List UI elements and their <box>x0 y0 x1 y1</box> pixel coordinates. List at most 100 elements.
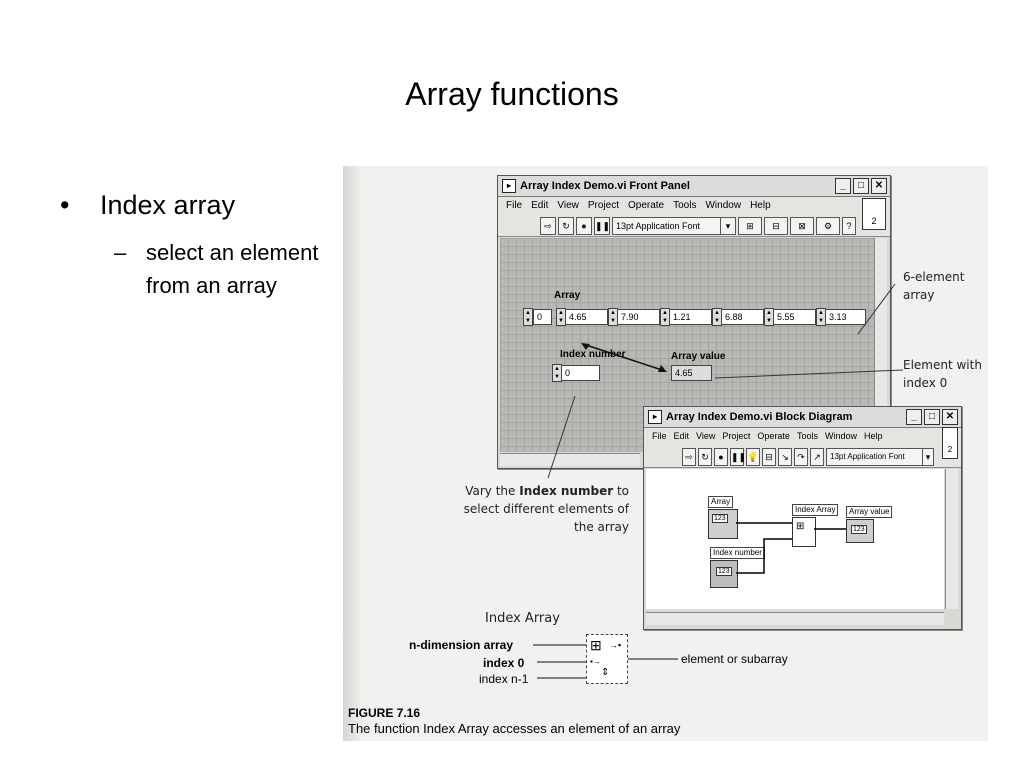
output-element-or-subarray: element or subarray <box>681 652 788 666</box>
array-index-field[interactable]: 0 <box>533 309 552 325</box>
menu-tools[interactable]: Tools <box>796 431 818 441</box>
abort-icon[interactable]: ● <box>714 448 728 466</box>
menu-tools[interactable]: Tools <box>673 200 697 211</box>
annotation-line-value <box>714 369 904 379</box>
block-diagram-menubar: File Edit View Project Operate Tools Win… <box>644 428 961 445</box>
bullet-list: • Index array – select an element from a… <box>60 188 318 298</box>
menu-view[interactable]: View <box>557 200 579 211</box>
figure-caption-text: The function Index Array accesses an ele… <box>348 721 681 736</box>
vi-icon: ▸ <box>648 410 662 424</box>
index-wire <box>736 538 792 574</box>
annotation-lines <box>533 283 904 679</box>
menu-window[interactable]: Window <box>824 431 857 441</box>
array-value-node-label: Array value <box>846 506 893 518</box>
terminal-text: 123 <box>712 514 728 523</box>
menu-edit[interactable]: Edit <box>531 200 549 211</box>
index-number-field[interactable]: 0 <box>561 365 600 381</box>
window-controls: _ □ ✕ <box>906 409 958 425</box>
step-over-icon[interactable]: ↷ <box>794 448 808 466</box>
scan-shadow <box>343 166 361 741</box>
vi-connector-icon: 2 <box>942 427 958 459</box>
vi-connector-icon: 2 <box>862 198 886 230</box>
input-n-dimension-array: n-dimension array <box>409 638 514 652</box>
help-icon[interactable]: ? <box>842 217 856 235</box>
menu-operate[interactable]: Operate <box>627 200 665 211</box>
array-value-indicator: 4.65 <box>671 365 712 381</box>
vary-index-annotation: Vary the Index number to select differen… <box>449 482 629 536</box>
minimize-icon[interactable]: _ <box>906 409 922 425</box>
menu-file[interactable]: File <box>506 200 523 211</box>
minimize-icon[interactable]: _ <box>835 178 851 194</box>
menu-project[interactable]: Project <box>587 200 619 211</box>
menu-project[interactable]: Project <box>722 431 751 441</box>
resize-icon[interactable]: ⊠ <box>790 217 814 235</box>
sub-bullet-text: select an element from an array <box>146 240 319 298</box>
arrow-head-left <box>581 343 590 350</box>
array-terminal[interactable]: 123 <box>708 509 738 539</box>
bullet-index-array: • Index array <box>60 188 235 222</box>
menu-window[interactable]: Window <box>705 200 742 211</box>
annotation-line-array <box>857 283 896 335</box>
front-panel-vscroll[interactable] <box>874 238 887 452</box>
bullet-text: Index array <box>100 190 236 220</box>
array-element-2[interactable]: 1.21 <box>669 309 712 325</box>
menu-view[interactable]: View <box>696 431 716 441</box>
array-element-1[interactable]: 7.90 <box>617 309 660 325</box>
sub-bullet: – select an element from an array <box>114 236 336 302</box>
pause-icon[interactable]: ❚❚ <box>730 448 746 466</box>
close-icon[interactable]: ✕ <box>942 409 958 425</box>
run-arrow-icon[interactable]: ⇨ <box>540 217 556 235</box>
menu-help[interactable]: Help <box>863 431 883 441</box>
wires <box>736 522 846 574</box>
front-panel-hscroll[interactable] <box>500 453 640 466</box>
close-icon[interactable]: ✕ <box>871 178 887 194</box>
step-into-icon[interactable]: ↘ <box>778 448 792 466</box>
array-fn-icon: ⊞ <box>796 521 805 532</box>
index-number-label: Index number <box>560 349 626 360</box>
block-diagram-vscroll[interactable] <box>945 469 958 609</box>
front-panel-titlebar: ▸ Array Index Demo.vi Front Panel _ □ ✕ <box>498 176 890 197</box>
index-number-node-label: Index number <box>710 547 765 559</box>
array-value-terminal[interactable]: 123 <box>846 519 874 543</box>
array-element-4[interactable]: 5.55 <box>773 309 816 325</box>
run-continuous-icon[interactable]: ↻ <box>558 217 574 235</box>
array-fn-icon: ⊞ <box>590 637 602 653</box>
terminal-text: 123 <box>716 567 732 576</box>
font-dropdown-icon[interactable]: ▾ <box>720 217 736 235</box>
align-icon[interactable]: ⊞ <box>738 217 762 235</box>
pause-icon[interactable]: ❚❚ <box>594 217 610 235</box>
reorder-icon[interactable]: ⚙ <box>816 217 840 235</box>
array-value-label: Array value <box>671 351 726 362</box>
block-diagram-title: Array Index Demo.vi Block Diagram <box>666 411 853 423</box>
font-dropdown-icon[interactable]: ▾ <box>922 448 934 466</box>
double-arrow <box>582 343 666 372</box>
array-node-label: Array <box>708 496 734 508</box>
array-element-5[interactable]: 3.13 <box>825 309 866 325</box>
front-panel-title: Array Index Demo.vi Front Panel <box>520 180 690 192</box>
retain-wire-icon[interactable]: ⊟ <box>762 448 776 466</box>
index-array-node[interactable]: ⊞ <box>792 517 816 547</box>
output-arrow-icon: →▪ <box>609 640 622 650</box>
window-controls: _ □ ✕ <box>835 178 887 194</box>
menu-edit[interactable]: Edit <box>673 431 690 441</box>
maximize-icon[interactable]: □ <box>853 178 869 194</box>
vary-text-2: to select different elements of the arra… <box>463 484 629 534</box>
font-select[interactable]: 13pt Application Font <box>826 448 923 466</box>
menu-file[interactable]: File <box>652 431 667 441</box>
block-diagram-hscroll[interactable] <box>646 612 944 625</box>
highlight-icon[interactable]: 💡 <box>746 448 760 466</box>
run-continuous-icon[interactable]: ↻ <box>698 448 712 466</box>
abort-icon[interactable]: ● <box>576 217 592 235</box>
array-element-0[interactable]: 4.65 <box>565 309 608 325</box>
step-out-icon[interactable]: ↗ <box>810 448 824 466</box>
array-element-3[interactable]: 6.88 <box>721 309 764 325</box>
menu-operate[interactable]: Operate <box>757 431 790 441</box>
array-index-spinner[interactable]: ▲▼ <box>523 308 533 326</box>
run-arrow-icon[interactable]: ⇨ <box>682 448 696 466</box>
index-array-node-label: Index Array <box>792 504 839 516</box>
index-number-terminal[interactable]: 123 <box>710 560 738 588</box>
figure-caption-label: FIGURE 7.16 <box>348 706 421 720</box>
distribute-icon[interactable]: ⊟ <box>764 217 788 235</box>
maximize-icon[interactable]: □ <box>924 409 940 425</box>
menu-help[interactable]: Help <box>750 200 771 211</box>
